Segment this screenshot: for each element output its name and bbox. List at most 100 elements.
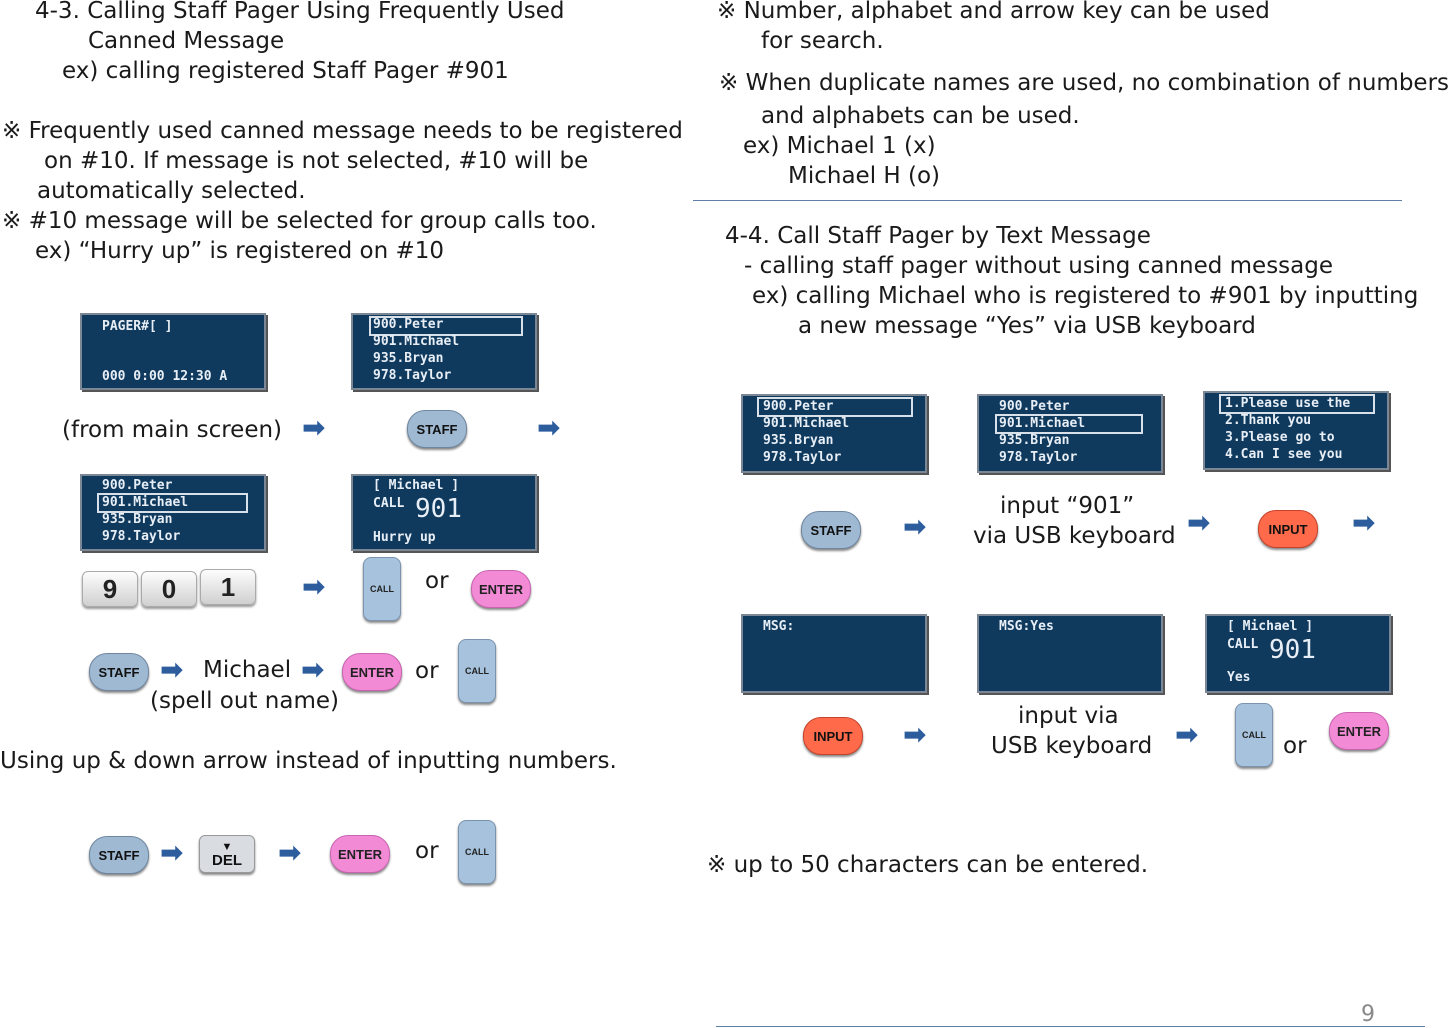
- screen-line: 000 0:00 12:30 A: [102, 369, 228, 384]
- right-arrow-icon: ➡: [903, 510, 927, 543]
- screen-line: MSG:Yes: [999, 619, 1054, 634]
- staff-button[interactable]: STAFF: [407, 410, 467, 448]
- right-arrow-icon: ➡: [302, 570, 326, 603]
- input-button[interactable]: INPUT: [1258, 510, 1318, 548]
- pager-list-screen: 900.Peter 901.Michael 935.Bryan 978.Tayl…: [80, 474, 266, 551]
- screen-line: PAGER#[ ]: [102, 319, 173, 334]
- staff-button[interactable]: STAFF: [89, 653, 149, 691]
- key-0[interactable]: 0: [141, 571, 197, 607]
- spell-out-label: (spell out name): [150, 688, 339, 714]
- pager-call-screen: [ Michael ] CALL 901 Yes: [1205, 614, 1391, 693]
- list-item: 901.Michael: [763, 416, 850, 431]
- list-item: 935.Bryan: [999, 433, 1070, 448]
- note-text: ※ Number, alphabet and arrow key can be …: [717, 0, 1270, 24]
- key-1[interactable]: 1: [200, 569, 256, 605]
- right-arrow-icon: ➡: [1175, 718, 1199, 751]
- call-button[interactable]: CALL: [458, 639, 496, 703]
- list-item: 935.Bryan: [373, 351, 444, 366]
- pager-msg-screen: MSG:Yes: [977, 614, 1163, 693]
- page-number: 9: [1361, 1002, 1375, 1027]
- list-item: 900.Peter: [763, 399, 834, 414]
- right-arrow-icon: ➡: [1352, 506, 1376, 539]
- enter-button[interactable]: ENTER: [342, 653, 402, 691]
- michael-label: Michael: [203, 657, 292, 683]
- pager-main-screen: PAGER#[ ] 000 0:00 12:30 A: [80, 313, 266, 390]
- example-text: a new message “Yes” via USB keyboard: [798, 313, 1256, 339]
- example-text: ex) Michael 1 (x): [743, 133, 936, 159]
- screen-line: MSG:: [763, 619, 795, 634]
- input-901-label: via USB keyboard: [973, 523, 1176, 549]
- staff-button[interactable]: STAFF: [89, 836, 149, 874]
- max-chars-note: ※ up to 50 characters can be entered.: [707, 852, 1149, 878]
- divider: [693, 200, 1402, 201]
- note-text: automatically selected.: [37, 178, 306, 204]
- call-number: 901: [1269, 635, 1316, 665]
- section-heading: 4-3. Calling Staff Pager Using Frequentl…: [35, 0, 565, 24]
- selection-box: [369, 316, 523, 336]
- pager-list-screen: 900.Peter 901.Michael 935.Bryan 978.Tayl…: [741, 394, 927, 473]
- note-text: for search.: [761, 28, 884, 54]
- selection-box: [97, 493, 248, 513]
- right-arrow-icon: ➡: [1187, 506, 1211, 539]
- enter-button[interactable]: ENTER: [330, 835, 390, 873]
- key-9[interactable]: 9: [82, 571, 138, 607]
- list-item: 901.Michael: [102, 495, 189, 510]
- list-item: 1.Please use the: [1225, 396, 1351, 411]
- right-arrow-icon: ➡: [903, 718, 927, 751]
- example-text: ex) “Hurry up” is registered on #10: [35, 238, 444, 264]
- or-label: or: [1283, 733, 1307, 759]
- selection-box: [995, 414, 1143, 434]
- footer-divider: [716, 1026, 1425, 1027]
- sub-text: - calling staff pager without using cann…: [744, 253, 1334, 279]
- staff-button[interactable]: STAFF: [801, 511, 861, 549]
- list-item: 2.Thank you: [1225, 413, 1312, 428]
- enter-button[interactable]: ENTER: [1329, 712, 1389, 750]
- right-arrow-icon: ➡: [160, 836, 184, 869]
- call-button[interactable]: CALL: [458, 820, 496, 884]
- del-button[interactable]: ▼ DEL: [199, 835, 255, 873]
- screen-line: [ Michael ]: [373, 478, 460, 493]
- list-item: 3.Please go to: [1225, 430, 1335, 445]
- right-arrow-icon: ➡: [160, 653, 184, 686]
- list-item: 900.Peter: [373, 317, 444, 332]
- pager-list-screen: 900.Peter 901.Michael 935.Bryan 978.Tayl…: [977, 394, 1163, 473]
- call-label: CALL: [373, 496, 405, 511]
- input-901-label: input “901”: [1000, 493, 1135, 519]
- note-text: ※ Frequently used canned message needs t…: [2, 118, 683, 144]
- example-text: ex) calling registered Staff Pager #901: [62, 58, 509, 84]
- selection-box: [757, 397, 913, 417]
- list-item: 900.Peter: [999, 399, 1070, 414]
- right-arrow-icon: ➡: [302, 411, 326, 444]
- list-item: 901.Michael: [999, 416, 1086, 431]
- or-label: or: [415, 838, 439, 864]
- right-arrow-icon: ➡: [301, 653, 325, 686]
- call-message: Hurry up: [373, 530, 436, 545]
- arrows-note: Using up & down arrow instead of inputti…: [0, 748, 617, 774]
- right-arrow-icon: ➡: [537, 411, 561, 444]
- from-main-label: (from main screen): [62, 417, 283, 443]
- call-number: 901: [415, 494, 462, 524]
- right-arrow-icon: ➡: [278, 836, 302, 869]
- list-item: 978.Taylor: [102, 529, 181, 544]
- input-button[interactable]: INPUT: [803, 717, 863, 755]
- pager-canned-screen: 1.Please use the 2.Thank you 3.Please go…: [1203, 391, 1389, 470]
- note-text: on #10. If message is not selected, #10 …: [44, 148, 589, 174]
- call-message: Yes: [1227, 670, 1251, 685]
- note-text: ※ When duplicate names are used, no comb…: [719, 70, 1450, 96]
- del-label: DEL: [212, 852, 242, 869]
- call-button[interactable]: CALL: [363, 557, 401, 621]
- or-label: or: [415, 658, 439, 684]
- call-button[interactable]: CALL: [1235, 703, 1273, 767]
- list-item: 4.Can I see you: [1225, 447, 1343, 462]
- pager-list-screen: 900.Peter 901.Michael 935.Bryan 978.Tayl…: [351, 313, 537, 390]
- list-item: 935.Bryan: [102, 512, 173, 527]
- section-heading-cont: Canned Message: [88, 28, 285, 54]
- down-arrow-icon: ▼: [221, 841, 233, 853]
- enter-button[interactable]: ENTER: [471, 570, 531, 608]
- pager-msg-screen: MSG:: [741, 614, 927, 693]
- note-text: ※ #10 message will be selected for group…: [2, 208, 597, 234]
- list-item: 900.Peter: [102, 478, 173, 493]
- screen-line: [ Michael ]: [1227, 619, 1314, 634]
- pager-call-screen: [ Michael ] CALL 901 Hurry up: [351, 474, 537, 551]
- input-via-label: USB keyboard: [991, 733, 1153, 759]
